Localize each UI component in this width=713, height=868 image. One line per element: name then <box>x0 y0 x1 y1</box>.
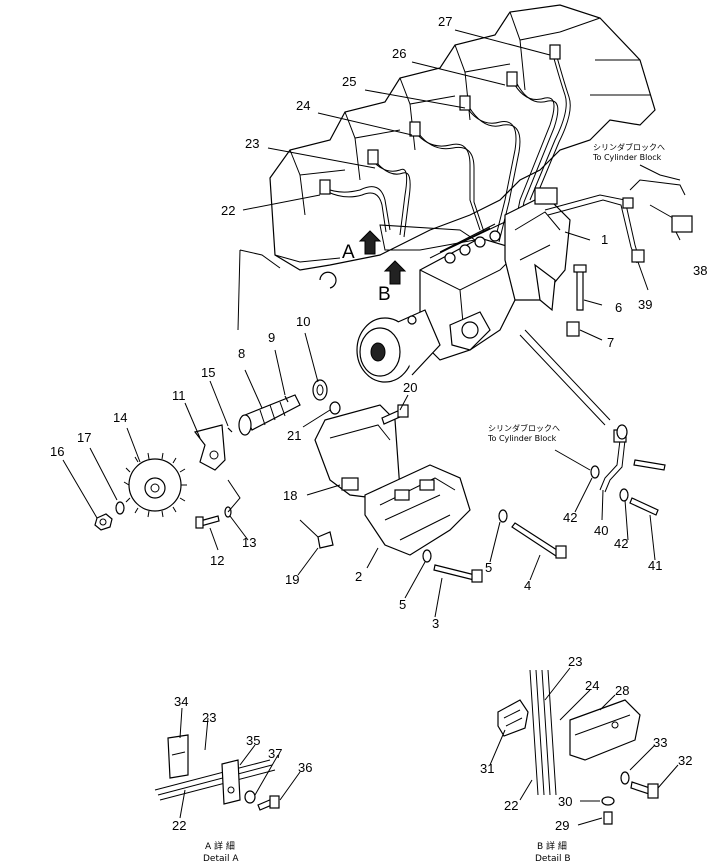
callout-27: 27 <box>438 14 452 29</box>
detail-b-callout-22: 22 <box>504 798 518 813</box>
view-letter-a: A <box>342 242 355 263</box>
callout-18: 18 <box>283 488 297 503</box>
callout-42-right: 42 <box>614 536 628 551</box>
callout-19: 19 <box>285 572 299 587</box>
callout-25: 25 <box>342 74 356 89</box>
callout-13: 13 <box>242 535 256 550</box>
callout-24: 24 <box>296 98 310 113</box>
callout-15: 15 <box>201 365 215 380</box>
detail-a-caption-en: Detail A <box>203 854 239 864</box>
note-cylinder-block-en-1: To Cylinder Block <box>592 153 662 162</box>
callout-5-right: 5 <box>485 560 492 575</box>
pump-bracket-and-cover <box>299 401 567 583</box>
detail-b-callout-31: 31 <box>480 761 494 776</box>
callout-14: 14 <box>113 410 127 425</box>
callout-7: 7 <box>607 335 614 350</box>
injection-pipes <box>319 44 571 253</box>
filler-cap <box>319 271 337 289</box>
pump-lubrication-pipe <box>544 179 693 337</box>
detail-b-callout-32: 32 <box>678 753 692 768</box>
callout-9: 9 <box>268 330 275 345</box>
detail-a-callout-34: 34 <box>174 694 188 709</box>
leader-lines <box>62 29 681 618</box>
callout-6: 6 <box>615 300 622 315</box>
detail-a-caption-jp: A 詳 細 <box>205 840 235 852</box>
detail-b-callout-28: 28 <box>615 683 629 698</box>
callout-4: 4 <box>524 578 531 593</box>
callout-3: 3 <box>432 616 439 631</box>
detail-a-callout-23: 23 <box>202 710 216 725</box>
callout-17: 17 <box>77 430 91 445</box>
callout-42-left: 42 <box>563 510 577 525</box>
view-arrow-a: A <box>342 230 382 263</box>
callout-2: 2 <box>355 569 362 584</box>
detail-a-drawing <box>154 707 301 819</box>
note-cylinder-block-jp-1: シリンダブロックへ <box>593 142 665 152</box>
callout-16: 16 <box>50 444 64 459</box>
callout-38: 38 <box>693 263 707 278</box>
note-cylinder-block-en-2: To Cylinder Block <box>487 434 557 443</box>
callout-26: 26 <box>392 46 406 61</box>
detail-a-callout-37: 37 <box>268 746 282 761</box>
pump-drive-coupling <box>356 309 441 383</box>
view-letter-b: B <box>378 284 391 305</box>
detail-a-callout-36: 36 <box>298 760 312 775</box>
callout-39: 39 <box>638 297 652 312</box>
detail-a-callout-35: 35 <box>246 733 260 748</box>
callout-40: 40 <box>594 523 608 538</box>
cylinder-head-block <box>269 4 656 271</box>
callout-21: 21 <box>287 428 301 443</box>
leader-line <box>237 249 281 331</box>
callout-20: 20 <box>403 380 417 395</box>
callout-23: 23 <box>245 136 259 151</box>
callout-labels: 27 26 25 24 23 22 1 38 39 6 7 10 9 8 15 … <box>50 14 707 833</box>
callout-12: 12 <box>210 553 224 568</box>
callout-11: 11 <box>172 388 186 403</box>
detail-b-callout-30: 30 <box>558 794 572 809</box>
detail-a-callout-22: 22 <box>172 818 186 833</box>
view-arrow-b: B <box>378 260 407 305</box>
detail-b-callout-33: 33 <box>653 735 667 750</box>
callout-22: 22 <box>221 203 235 218</box>
injection-pump <box>419 187 571 361</box>
callout-5-left: 5 <box>399 597 406 612</box>
detail-b-drawing <box>489 667 679 826</box>
drive-shaft-parts <box>94 379 328 531</box>
pump-drain-pipe <box>519 329 666 516</box>
detail-b-callout-24: 24 <box>585 678 599 693</box>
detail-b-caption-en: Detail B <box>535 854 571 864</box>
detail-b-callout-23: 23 <box>568 654 582 669</box>
callout-8: 8 <box>238 346 245 361</box>
detail-b-caption-jp: B 詳 細 <box>537 840 567 852</box>
callout-10: 10 <box>296 314 310 329</box>
note-cylinder-block-jp-2: シリンダブロックへ <box>488 423 560 433</box>
detail-b-callout-29: 29 <box>555 818 569 833</box>
callout-41: 41 <box>648 558 662 573</box>
callout-1: 1 <box>601 232 608 247</box>
